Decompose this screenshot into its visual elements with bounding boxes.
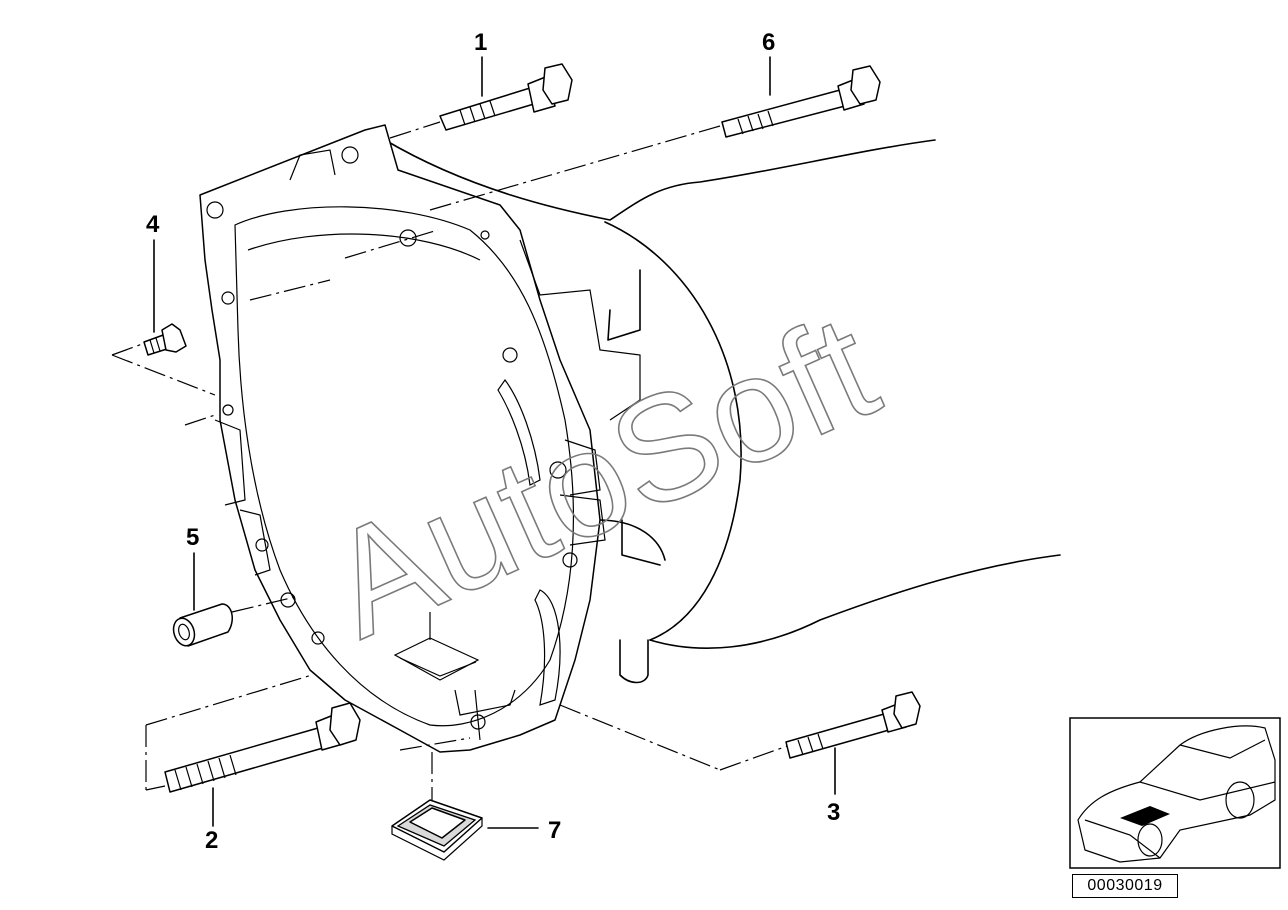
grommet-icon[interactable] <box>391 799 483 861</box>
diagram-code-label: 00030019 <box>1072 874 1178 898</box>
callout-7: 7 <box>548 817 561 844</box>
bolt-icon[interactable] <box>439 63 573 131</box>
callout-5: 5 <box>186 524 199 551</box>
bolt-icon[interactable] <box>721 65 881 138</box>
dowel-sleeve-icon[interactable] <box>170 603 234 648</box>
callout-4: 4 <box>146 211 160 238</box>
bolt-icon[interactable] <box>785 691 921 759</box>
callout-1: 1 <box>474 29 487 56</box>
transmission-body <box>384 139 1061 684</box>
car-location-icon <box>1069 717 1281 869</box>
bolt-icon[interactable] <box>143 323 187 356</box>
callout-2: 2 <box>205 827 218 854</box>
alignment-lines <box>111 121 791 800</box>
bell-housing <box>199 124 641 753</box>
bolt-icon[interactable] <box>164 702 361 793</box>
callout-6: 6 <box>762 29 775 56</box>
callout-3: 3 <box>827 799 840 826</box>
